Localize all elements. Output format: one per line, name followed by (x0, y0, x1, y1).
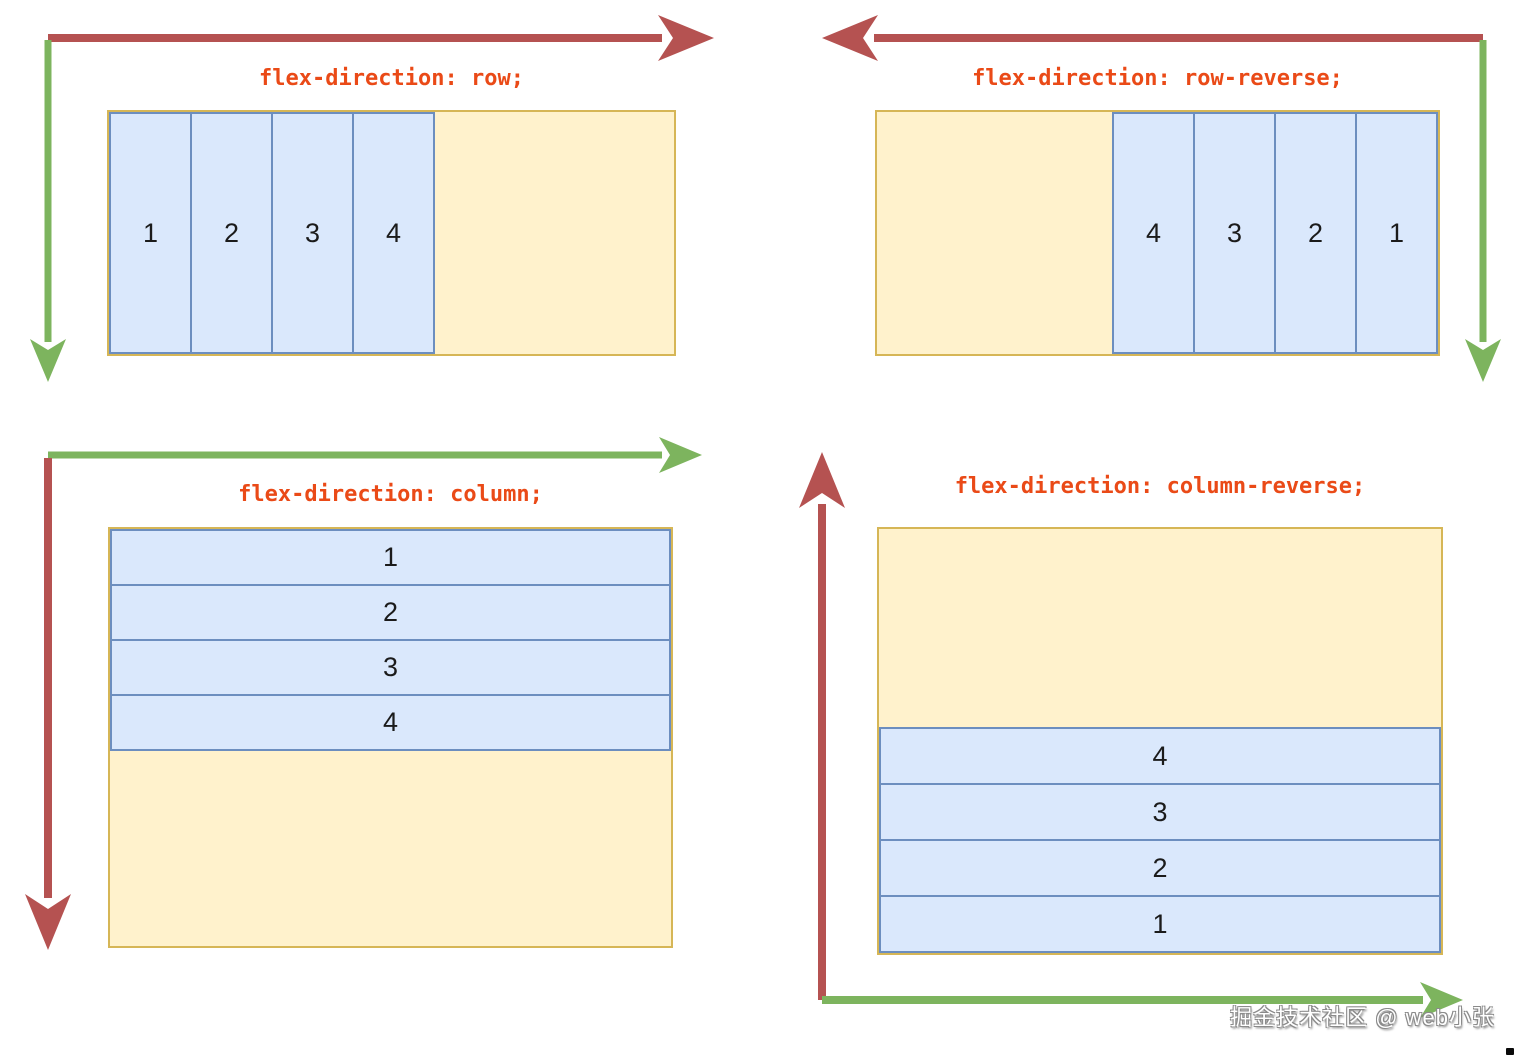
title-flex-direction-column: flex-direction: column; (238, 482, 543, 507)
flex-container-row: 1 2 3 4 (107, 110, 676, 356)
title-flex-direction-column-reverse: flex-direction: column-reverse; (954, 474, 1366, 499)
flex-item: 3 (879, 783, 1441, 841)
flex-item: 1 (879, 895, 1441, 953)
flex-item: 2 (190, 112, 273, 354)
flex-item: 2 (879, 839, 1441, 897)
title-flex-direction-row-reverse: flex-direction: row-reverse; (972, 66, 1343, 91)
flex-container-column-reverse: 1 2 3 4 (877, 527, 1443, 955)
flex-container-column: 1 2 3 4 (108, 527, 673, 948)
flex-item: 2 (110, 584, 671, 641)
corner-dot (1506, 1048, 1514, 1055)
watermark-text: 掘金技术社区 @ web小张 (1230, 1005, 1495, 1030)
title-flex-direction-row: flex-direction: row; (259, 66, 524, 91)
flex-item: 1 (110, 529, 671, 586)
flex-item: 3 (110, 639, 671, 696)
flex-item: 4 (879, 727, 1441, 785)
flex-item: 3 (1193, 112, 1276, 354)
flex-item: 1 (109, 112, 192, 354)
flex-item: 4 (110, 694, 671, 751)
flex-item: 2 (1274, 112, 1357, 354)
flex-item: 4 (1112, 112, 1195, 354)
flex-container-row-reverse: 1 2 3 4 (875, 110, 1440, 356)
flex-item: 3 (271, 112, 354, 354)
flex-item: 4 (352, 112, 435, 354)
flex-item: 1 (1355, 112, 1438, 354)
